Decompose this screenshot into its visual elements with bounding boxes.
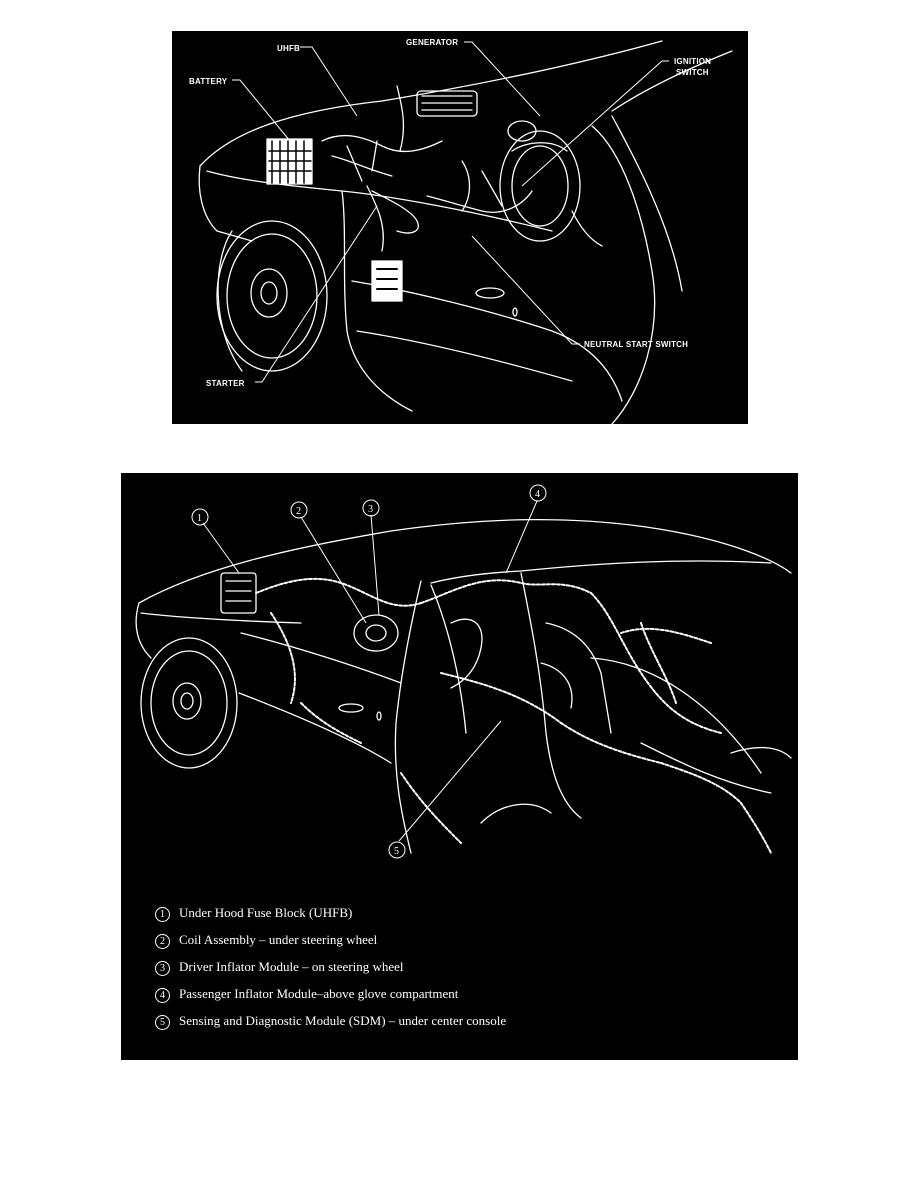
component-legend: 1 Under Hood Fuse Block (UHFB) 2 Coil As… — [155, 906, 509, 1041]
car-front-illustration: UHFB GENERATOR BATTERY IGNITION SWITCH N… — [189, 38, 733, 424]
legend-number: 5 — [155, 1015, 170, 1030]
legend-text: Coil Assembly – under steering wheel — [179, 932, 378, 947]
battery-label: BATTERY — [189, 77, 228, 86]
callout-4: 4 — [535, 489, 540, 500]
callout-1: 1 — [197, 513, 202, 524]
engine-component-diagram: UHFB GENERATOR BATTERY IGNITION SWITCH N… — [172, 31, 748, 424]
legend-number: 1 — [155, 907, 170, 922]
uhfb-label: UHFB — [277, 44, 300, 53]
legend-item: 4 Passenger Inflator Module–above glove … — [155, 987, 509, 1014]
callout-3: 3 — [368, 504, 373, 515]
legend-item: 3 Driver Inflator Module – on steering w… — [155, 960, 509, 987]
legend-item: 2 Coil Assembly – under steering wheel — [155, 933, 509, 960]
legend-item: 5 Sensing and Diagnostic Module (SDM) – … — [155, 1014, 509, 1041]
wiring-harness-diagram: 1 2 3 4 5 1 Under Hood Fuse Block (UHFB)… — [121, 473, 798, 1060]
legend-number: 2 — [155, 934, 170, 949]
starter-label: STARTER — [206, 379, 245, 388]
callout-5: 5 — [394, 846, 399, 857]
ignition-switch-label-line1: IGNITION — [674, 57, 711, 66]
legend-text: Passenger Inflator Module–above glove co… — [179, 986, 459, 1001]
legend-text: Driver Inflator Module – on steering whe… — [179, 959, 404, 974]
legend-item: 1 Under Hood Fuse Block (UHFB) — [155, 906, 509, 933]
legend-text: Sensing and Diagnostic Module (SDM) – un… — [179, 1013, 507, 1028]
neutral-start-switch-label: NEUTRAL START SWITCH — [584, 340, 688, 349]
generator-label: GENERATOR — [406, 38, 458, 47]
callout-2: 2 — [296, 506, 301, 517]
car-wiring-illustration: 1 2 3 4 5 — [135, 484, 792, 859]
legend-text: Under Hood Fuse Block (UHFB) — [179, 905, 353, 920]
ignition-switch-label-line2: SWITCH — [676, 68, 709, 77]
legend-number: 4 — [155, 988, 170, 1003]
legend-number: 3 — [155, 961, 170, 976]
